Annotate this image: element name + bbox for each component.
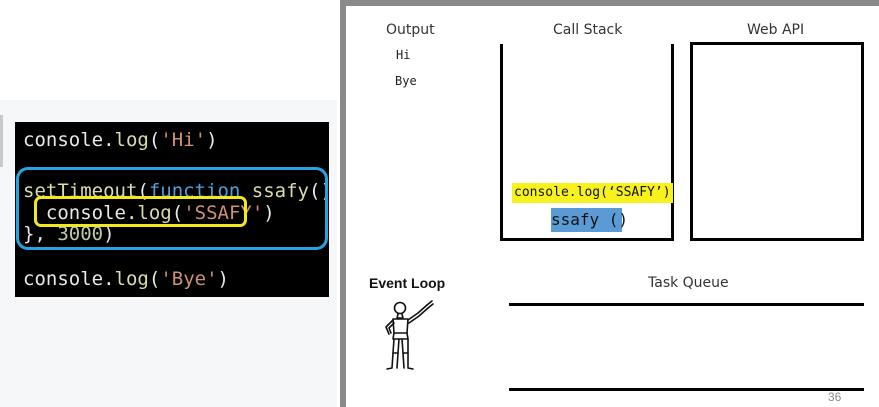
code-token: ) (263, 202, 275, 224)
code-token: ( (171, 202, 184, 224)
code-token: log (137, 202, 172, 224)
mannequin-figure-icon (385, 300, 434, 370)
code-token: console (23, 268, 104, 290)
task-queue-label: Task Queue (648, 275, 729, 291)
output-header: Output (386, 22, 435, 38)
code-token: ssafy (240, 180, 309, 202)
code-token: console (23, 129, 104, 151)
code-token: console (45, 202, 126, 224)
code-token: log (114, 129, 149, 151)
code-line-1: console.log('Hi') (23, 129, 218, 151)
code-line-3: console.log('SSAFY') (23, 202, 275, 224)
event-loop-label: Event Loop (369, 275, 446, 291)
call-stack-header: Call Stack (553, 22, 623, 38)
code-token: . (125, 202, 138, 224)
web-api-header: Web API (747, 22, 805, 38)
code-token: ( (148, 129, 161, 151)
code-token: . (103, 268, 115, 290)
code-token: ) (217, 268, 229, 290)
code-token: }, (23, 223, 58, 245)
code-token: . (103, 129, 115, 151)
code-token: 'Bye' (160, 268, 218, 290)
code-line-4: }, 3000) (23, 223, 115, 245)
code-token: ) (206, 129, 218, 151)
code-token: ( (137, 180, 149, 202)
call-stack-frame-console-log: console.log(‘SSAFY’) (512, 183, 673, 203)
runtime-diagram-frame (340, 0, 879, 407)
inner-log-highlight-box (34, 196, 247, 227)
output-line-bye: Bye (395, 74, 417, 88)
code-token: 3000 (57, 223, 104, 245)
settimeout-highlight-box (16, 167, 328, 250)
page-number: 36 (828, 390, 842, 404)
code-token: ) (103, 223, 115, 245)
call-stack-box (500, 44, 674, 241)
code-token: 'SSAFY' (183, 202, 264, 224)
code-line-5: console.log('Bye') (23, 268, 229, 290)
left-edge-marker (0, 115, 3, 167)
code-token: 'Hi' (160, 129, 207, 151)
task-queue-top-line (509, 303, 864, 306)
call-stack-frame-ssafy: ssafy () (551, 208, 628, 232)
code-token: log (114, 268, 149, 290)
task-queue-bottom-line (509, 388, 864, 391)
web-api-box (690, 42, 864, 241)
code-token: ( (148, 268, 161, 290)
output-line-hi: Hi (396, 48, 411, 62)
